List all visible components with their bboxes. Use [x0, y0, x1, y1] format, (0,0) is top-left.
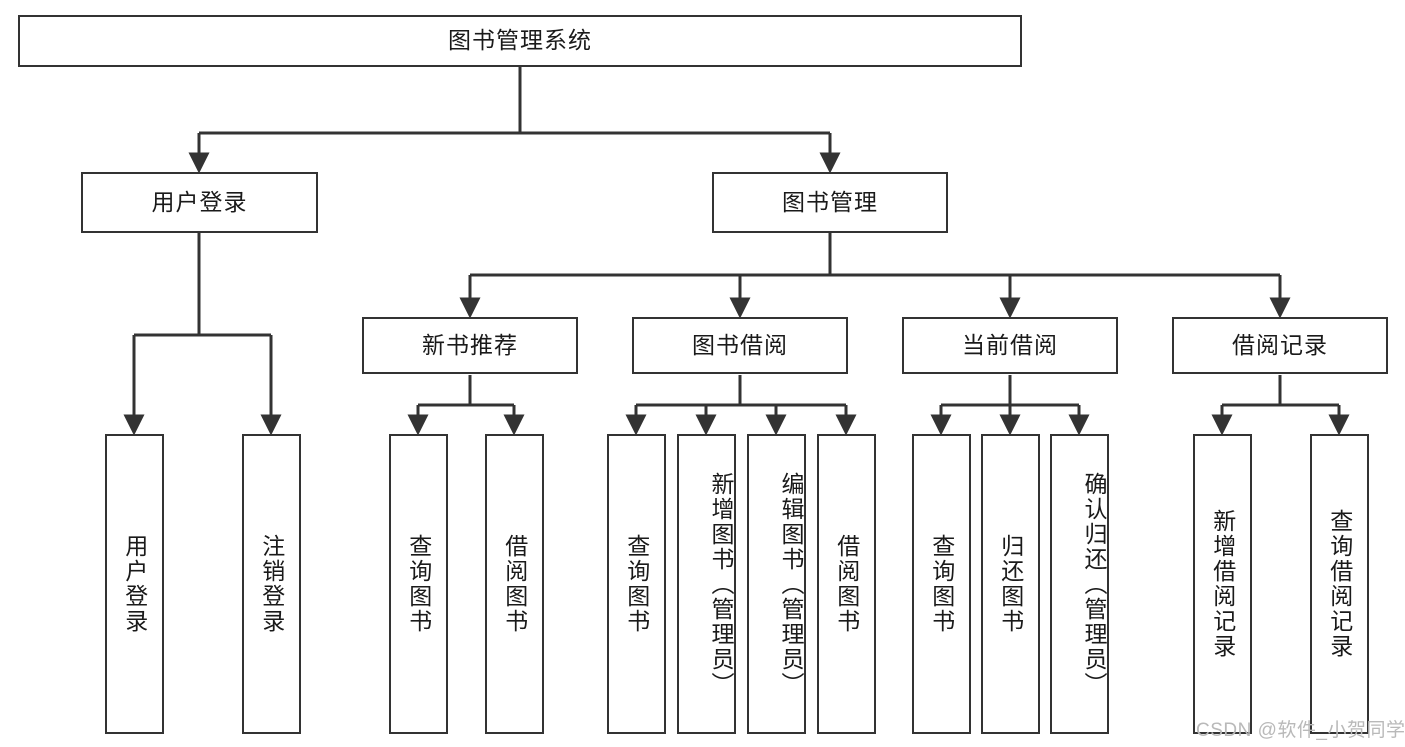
leaf-user-logout[interactable]: 注销登录: [242, 434, 301, 734]
node-borrow-record[interactable]: 借阅记录: [1172, 317, 1388, 374]
node-user-login[interactable]: 用户登录: [81, 172, 318, 233]
node-label: 新增借阅记录: [1209, 509, 1236, 659]
node-label: 归还图书: [997, 534, 1024, 634]
leaf-borrow-book-recommend[interactable]: 借阅图书: [485, 434, 544, 734]
node-label: 借阅图书: [501, 534, 528, 634]
node-label: 借阅图书: [833, 534, 860, 634]
node-label: 当前借阅: [962, 331, 1058, 358]
leaf-confirm-return-admin[interactable]: 确认归还（管理员）: [1050, 434, 1109, 734]
node-label: 新增图书（管理员）: [708, 471, 734, 697]
node-label: 查询图书: [405, 534, 432, 634]
node-label: 图书借阅: [692, 331, 788, 358]
leaf-edit-book-admin[interactable]: 编辑图书（管理员）: [747, 434, 806, 734]
node-label: 借阅记录: [1232, 331, 1328, 358]
node-current-borrow[interactable]: 当前借阅: [902, 317, 1118, 374]
node-book-borrow[interactable]: 图书借阅: [632, 317, 848, 374]
leaf-query-borrow-record[interactable]: 查询借阅记录: [1310, 434, 1369, 734]
node-book-management[interactable]: 图书管理: [712, 172, 948, 233]
node-label: 编辑图书（管理员）: [778, 471, 804, 697]
watermark-text: CSDN @软件_小贺同学: [1196, 720, 1405, 741]
node-root-system[interactable]: 图书管理系统: [18, 15, 1022, 67]
leaf-query-book-recommend[interactable]: 查询图书: [389, 434, 448, 734]
node-label: 用户登录: [151, 188, 248, 215]
leaf-add-borrow-record[interactable]: 新增借阅记录: [1193, 434, 1252, 734]
node-label: 查询图书: [928, 534, 955, 634]
leaf-return-book[interactable]: 归还图书: [981, 434, 1040, 734]
node-label: 图书管理: [782, 188, 878, 215]
leaf-add-book-admin[interactable]: 新增图书（管理员）: [677, 434, 736, 734]
node-label: 用户登录: [121, 534, 148, 634]
node-label: 查询借阅记录: [1326, 509, 1353, 659]
leaf-query-book-current[interactable]: 查询图书: [912, 434, 971, 734]
leaf-user-login[interactable]: 用户登录: [105, 434, 164, 734]
node-label: 新书推荐: [422, 331, 518, 358]
node-label: 确认归还（管理员）: [1081, 471, 1107, 697]
leaf-query-book-borrow[interactable]: 查询图书: [607, 434, 666, 734]
node-new-book-recommend[interactable]: 新书推荐: [362, 317, 578, 374]
node-label: 查询图书: [623, 534, 650, 634]
node-label: 注销登录: [258, 534, 285, 634]
node-label: 图书管理系统: [448, 27, 592, 54]
leaf-borrow-book[interactable]: 借阅图书: [817, 434, 876, 734]
